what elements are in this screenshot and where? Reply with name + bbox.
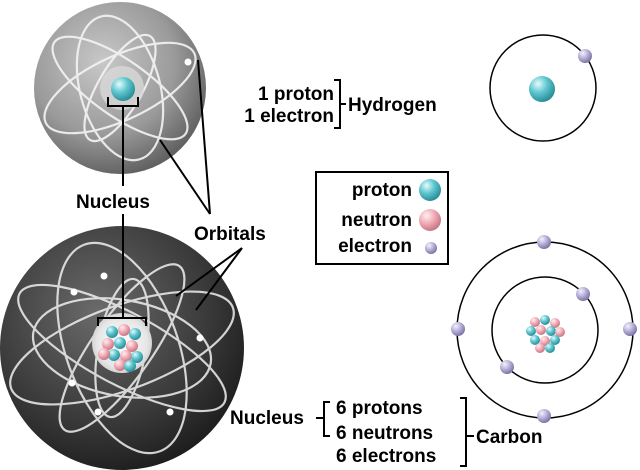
carbon-bohr-electrons	[451, 235, 637, 423]
legend-electron-swatch	[425, 242, 437, 254]
legend-neutron-label: neutron	[341, 210, 412, 231]
carbon-neutron-count: 6 neutrons	[336, 423, 433, 444]
legend-proton-swatch	[419, 179, 441, 201]
carbon-electron-count: 6 electrons	[336, 446, 436, 467]
carbon-electron-dots	[68, 272, 204, 416]
orbitals-label: Orbitals	[194, 224, 266, 245]
legend-neutron-swatch	[419, 209, 441, 231]
hydrogen-nucleus-proton	[111, 77, 135, 101]
carbon-nucleus-label: Nucleus	[230, 408, 304, 429]
carbon-sphere	[0, 226, 244, 470]
hydrogen-electron-count: 1 electron	[244, 106, 334, 127]
hydrogen-composition: 1 proton 1 electron Hydrogen	[244, 79, 437, 129]
hydrogen-proton-count: 1 proton	[258, 84, 334, 105]
legend-proton-label: proton	[352, 180, 412, 201]
hydrogen-bohr-proton	[529, 76, 555, 102]
hydrogen-name: Hydrogen	[348, 95, 437, 116]
nucleus-label: Nucleus	[76, 192, 150, 213]
carbon-bohr-nucleus	[526, 315, 565, 353]
carbon-bohr-model	[451, 235, 637, 423]
carbon-name: Carbon	[476, 427, 543, 448]
legend: proton neutron electron	[315, 171, 449, 265]
hydrogen-electron-dot	[184, 58, 192, 66]
hydrogen-bohr-electron	[578, 49, 592, 63]
carbon-composition: Nucleus 6 protons 6 neutrons 6 electrons…	[230, 397, 543, 467]
hydrogen-sphere	[34, 2, 206, 174]
hydrogen-bohr-model	[489, 34, 597, 142]
carbon-proton-count: 6 protons	[336, 398, 423, 419]
carbon-3d-nucleus-cluster	[98, 324, 143, 372]
legend-electron-label: electron	[338, 236, 412, 257]
